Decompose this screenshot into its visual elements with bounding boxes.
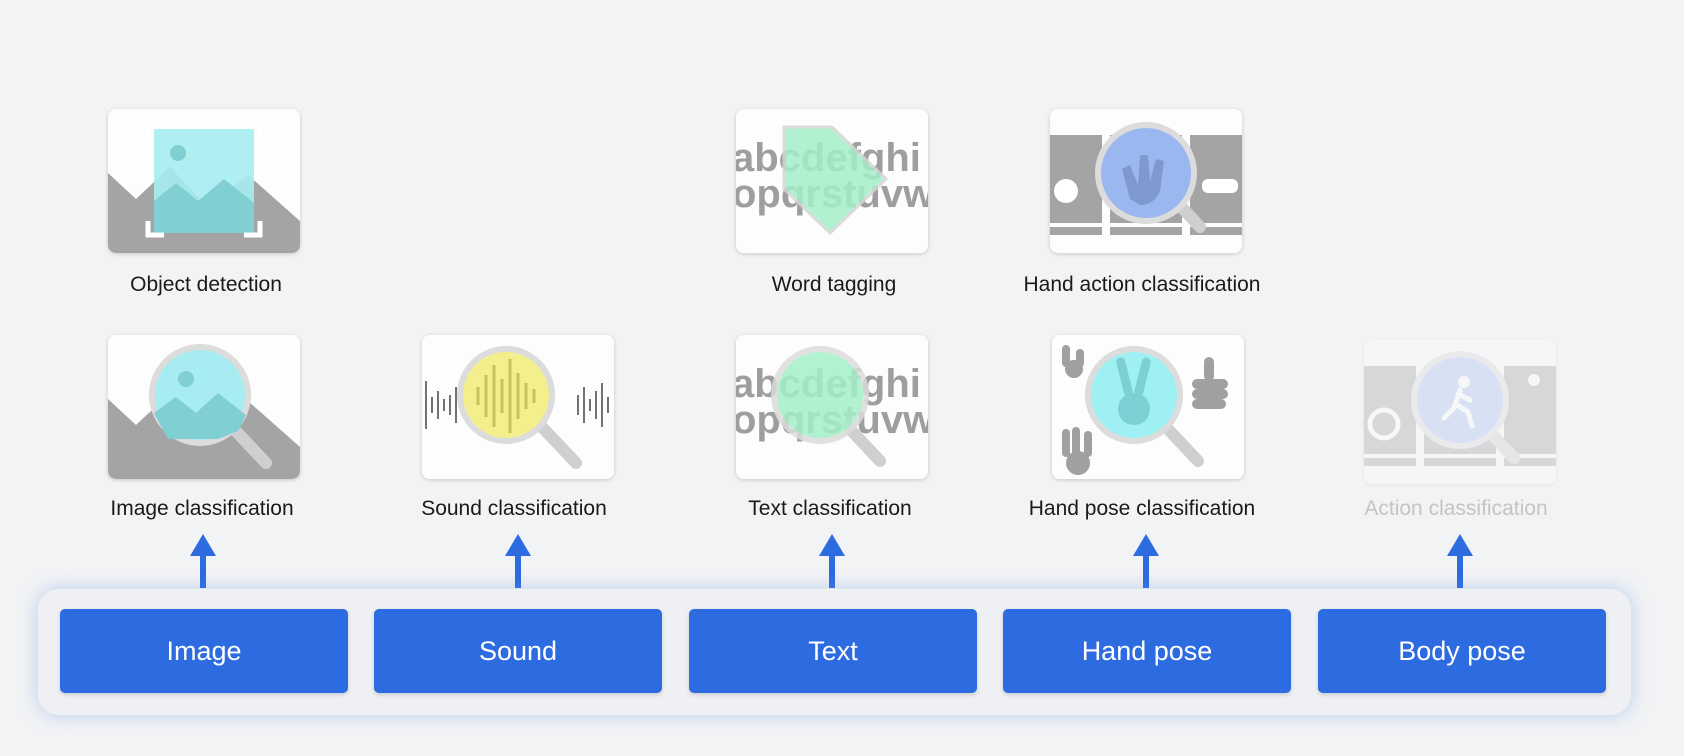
word-tagging-card: abcdefghi opqrstuvw [736, 109, 928, 253]
sound-classification-card [422, 335, 614, 479]
object-detection-card [108, 109, 300, 253]
sound-classification-icon [422, 335, 614, 479]
input-sound-box: Sound [374, 609, 662, 693]
word-tagging-label: Word tagging [771, 273, 897, 296]
action-classification-card [1364, 340, 1556, 484]
text-classification-card: abcdefghi opqrstuvw [736, 335, 928, 479]
hand-pose-classification-label: Hand pose classification [1028, 497, 1256, 520]
text-classification-label: Text classification [748, 497, 912, 520]
sound-classification-label: Sound classification [421, 497, 607, 520]
image-classification-icon [108, 335, 300, 479]
action-classification-label: Action classification [1364, 497, 1548, 520]
hand-action-icon [1050, 109, 1242, 253]
image-classification-card [108, 335, 300, 479]
arrow-up-icon [1133, 534, 1159, 609]
object-detection-label: Object detection [130, 273, 282, 296]
hand-action-classification-label: Hand action classification [1023, 273, 1261, 296]
object-detection-icon [108, 109, 300, 253]
input-body-pose-box: Body pose [1318, 609, 1606, 693]
image-classification-label: Image classification [110, 497, 294, 520]
input-text-box: Text [689, 609, 977, 693]
hand-action-classification-card [1050, 109, 1242, 253]
text-classification-icon: abcdefghi opqrstuvw [736, 335, 928, 479]
hand-pose-classification-icon [1052, 335, 1244, 479]
arrow-up-icon [1447, 534, 1473, 609]
input-hand-pose-box: Hand pose [1003, 609, 1291, 693]
hand-pose-classification-card [1052, 335, 1244, 479]
input-image-box: Image [60, 609, 348, 693]
action-classification-icon [1364, 340, 1556, 484]
word-tagging-icon: abcdefghi opqrstuvw [736, 109, 928, 253]
arrow-up-icon [819, 534, 845, 609]
arrow-up-icon [190, 534, 216, 609]
arrow-up-icon [505, 534, 531, 609]
